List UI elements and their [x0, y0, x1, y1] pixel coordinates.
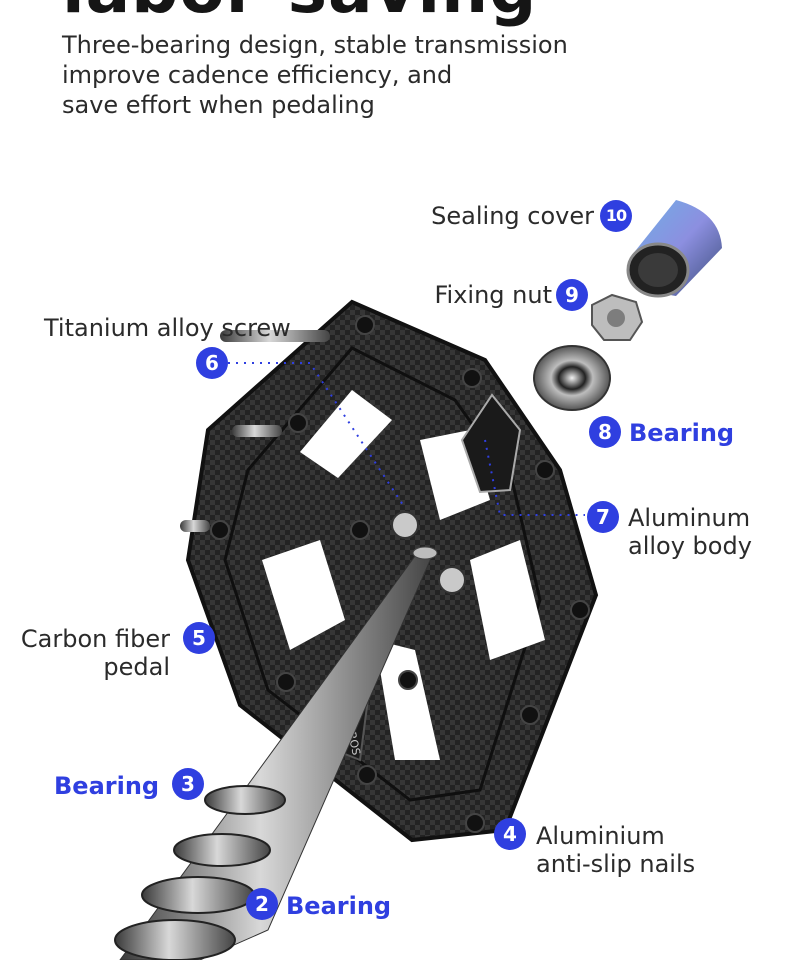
- spindle-axle: [114, 546, 438, 960]
- callout-number-8: 8: [589, 416, 621, 448]
- carbon-fiber-pedal: ROCKBROS: [180, 299, 599, 843]
- callout-number-6: 6: [196, 347, 228, 379]
- callout-label-bearing-2: Bearing: [286, 892, 392, 920]
- callout-number-5: 5: [183, 622, 215, 654]
- callout-label-titanium-alloy-screw: Titanium alloy screw: [44, 314, 291, 342]
- callout-number-9: 9: [556, 279, 588, 311]
- callout-number-10: 10: [600, 200, 632, 232]
- callout-label-aluminum-alloy-body: Aluminum alloy body: [628, 504, 752, 560]
- callout-line: alloy body: [628, 532, 752, 560]
- callout-label-sealing-cover: Sealing cover: [431, 202, 594, 230]
- callout-line: Aluminum: [628, 504, 751, 532]
- callout-label-carbon-fiber-pedal: Carbon fiber pedal: [0, 625, 170, 681]
- sealing-cover: [626, 200, 722, 298]
- callout-number-2: 2: [246, 888, 278, 920]
- callout-label-fixing-nut: Fixing nut: [434, 281, 552, 309]
- callout-label-bearing-3: Bearing: [54, 772, 160, 800]
- headline: labor-saving: [62, 0, 537, 30]
- description-line: improve cadence efficiency, and: [62, 61, 453, 89]
- description-line: Three-bearing design, stable transmissio…: [62, 31, 568, 59]
- callout-number-4: 4: [494, 818, 526, 850]
- callout-line: pedal: [103, 653, 170, 681]
- callout-number-3: 3: [172, 768, 204, 800]
- leader-lines: [228, 362, 585, 516]
- description-line: save effort when pedaling: [62, 91, 375, 119]
- description: Three-bearing design, stable transmissio…: [62, 30, 568, 120]
- callout-label-aluminium-anti-slip-nails: Aluminium anti-slip nails: [536, 822, 695, 878]
- callout-label-bearing-8: Bearing: [629, 419, 735, 447]
- callout-line: anti-slip nails: [536, 850, 696, 878]
- bearing-part: [533, 345, 611, 411]
- callout-line: Carbon fiber: [20, 625, 170, 653]
- fixing-nut-hole: [607, 309, 625, 327]
- callout-number-7: 7: [587, 501, 619, 533]
- callout-line: Aluminium: [536, 822, 665, 850]
